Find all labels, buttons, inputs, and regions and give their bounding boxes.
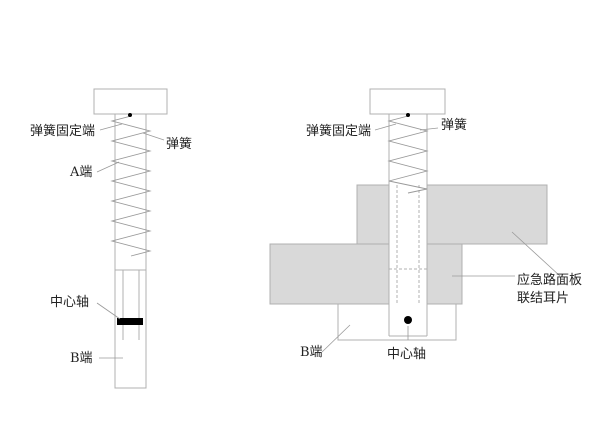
left-leader-a-end <box>96 161 120 173</box>
right-center-axis <box>404 316 412 324</box>
left-figure: 弹簧固定端 弹簧 A端 中心轴 B端 <box>30 88 192 389</box>
left-leader-spring-fixed <box>99 123 123 131</box>
right-figure: 弹簧固定端 弹簧 应急路面板 联结耳片 B端 中心轴 <box>269 88 582 362</box>
left-label-center-axis: 中心轴 <box>50 295 89 310</box>
right-label-panel-line1: 应急路面板 <box>517 272 582 288</box>
right-attach-dot <box>406 113 410 117</box>
right-leader-spring <box>419 127 439 131</box>
right-leader-spring-fixed <box>374 123 397 131</box>
right-spring-fixed-block <box>369 88 446 115</box>
left-leader-spring <box>142 132 165 141</box>
left-label-a-end: A端 <box>69 165 92 180</box>
left-label-b-end: B端 <box>70 351 93 366</box>
right-label-spring-fixed-end: 弹簧固定端 <box>306 123 371 139</box>
right-label-spring: 弹簧 <box>441 117 467 133</box>
right-label-panel-line2: 联结耳片 <box>517 291 569 306</box>
right-upper-panel <box>356 184 548 245</box>
left-spring-fixed-block <box>93 88 168 115</box>
left-label-spring-fixed-end: 弹簧固定端 <box>30 123 95 139</box>
left-center-axis <box>117 318 143 325</box>
left-label-spring: 弹簧 <box>166 136 192 152</box>
left-attach-dot <box>128 113 132 117</box>
right-rod <box>389 114 427 336</box>
right-label-b-end: B端 <box>300 345 323 360</box>
right-leader-panel-upper <box>511 231 561 277</box>
left-rod <box>114 113 147 389</box>
right-spring <box>387 115 429 194</box>
right-label-center-axis: 中心轴 <box>387 347 426 362</box>
left-leader-center-axis <box>96 302 121 320</box>
right-lower-panel <box>269 243 463 305</box>
right-leader-b-end <box>321 324 351 353</box>
left-spring <box>110 115 152 257</box>
